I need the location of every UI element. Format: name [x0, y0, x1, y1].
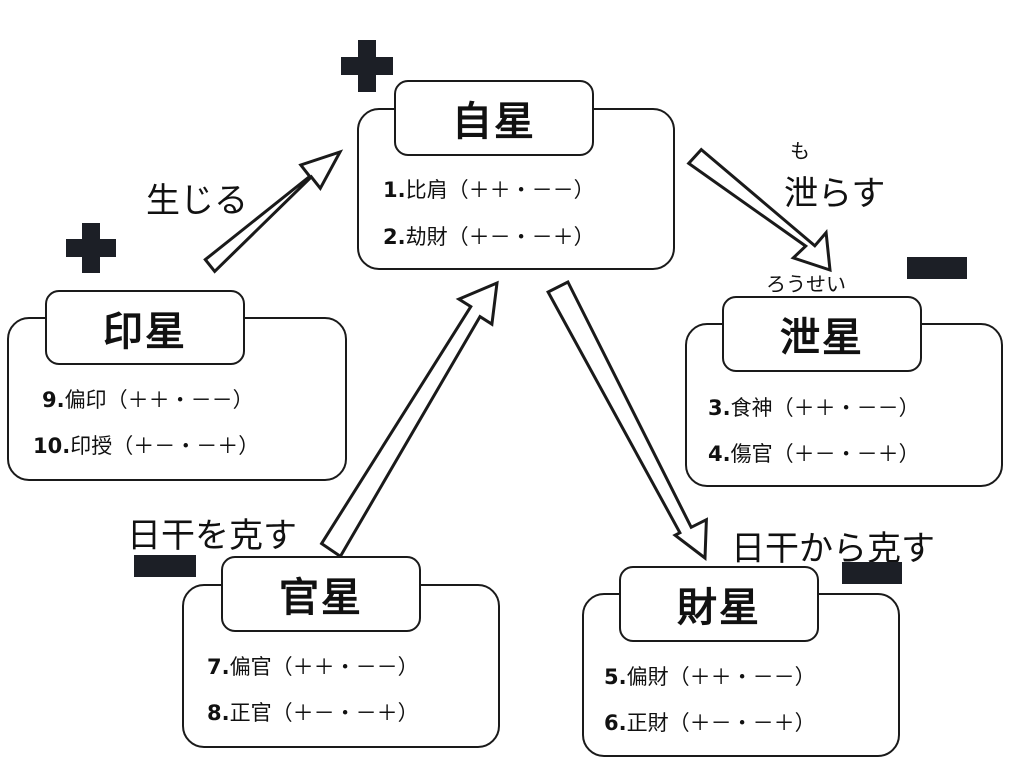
wealth-star-item-1: 5.偏財（＋＋・－－）	[604, 665, 816, 689]
produce-label: 生じる	[146, 181, 248, 221]
plus-icon-self	[341, 40, 393, 92]
arrow-official-to-self	[319, 280, 499, 559]
wealth-star-item-2: 6.正財（＋－・－＋）	[604, 711, 816, 735]
official-star-item-2: 8.正官（＋－・－＋）	[207, 701, 419, 725]
self-star-item-2: 2.劫財（＋－・－＋）	[383, 225, 595, 249]
output-star-ruby: ろうせい	[766, 272, 846, 296]
output-star-item-2: 4.傷官（＋－・－＋）	[708, 442, 920, 466]
official-star-title: 官星	[221, 556, 421, 632]
seal-star-item-1: 9.偏印（＋＋・－－）	[42, 388, 254, 412]
arrow-seal-to-self	[203, 149, 344, 274]
arrow-self-to-wealth	[546, 279, 708, 561]
arrow-self-to-output	[686, 147, 832, 273]
restrain-self-label: 日干を克す	[127, 516, 297, 556]
seal-star-title: 印星	[45, 290, 245, 365]
self-star-item-1: 1.比肩（＋＋・－－）	[383, 178, 595, 202]
restrain-by-self-label: 日干から克す	[731, 529, 935, 569]
drain-ruby: も	[790, 139, 810, 163]
wealth-star-title: 財星	[619, 566, 819, 642]
minus-icon-output	[907, 257, 967, 279]
official-star-item-1: 7.偏官（＋＋・－－）	[207, 655, 419, 679]
plus-icon-seal	[66, 223, 116, 273]
output-star-item-1: 3.食神（＋＋・－－）	[708, 396, 920, 420]
minus-icon-official	[134, 555, 196, 577]
output-star-title: 泄星	[722, 296, 922, 372]
self-star-title: 自星	[394, 80, 594, 156]
drain-label: 泄らす	[784, 174, 886, 214]
seal-star-item-2: 10.印授（＋－・－＋）	[33, 434, 260, 458]
minus-icon-wealth	[842, 562, 902, 584]
